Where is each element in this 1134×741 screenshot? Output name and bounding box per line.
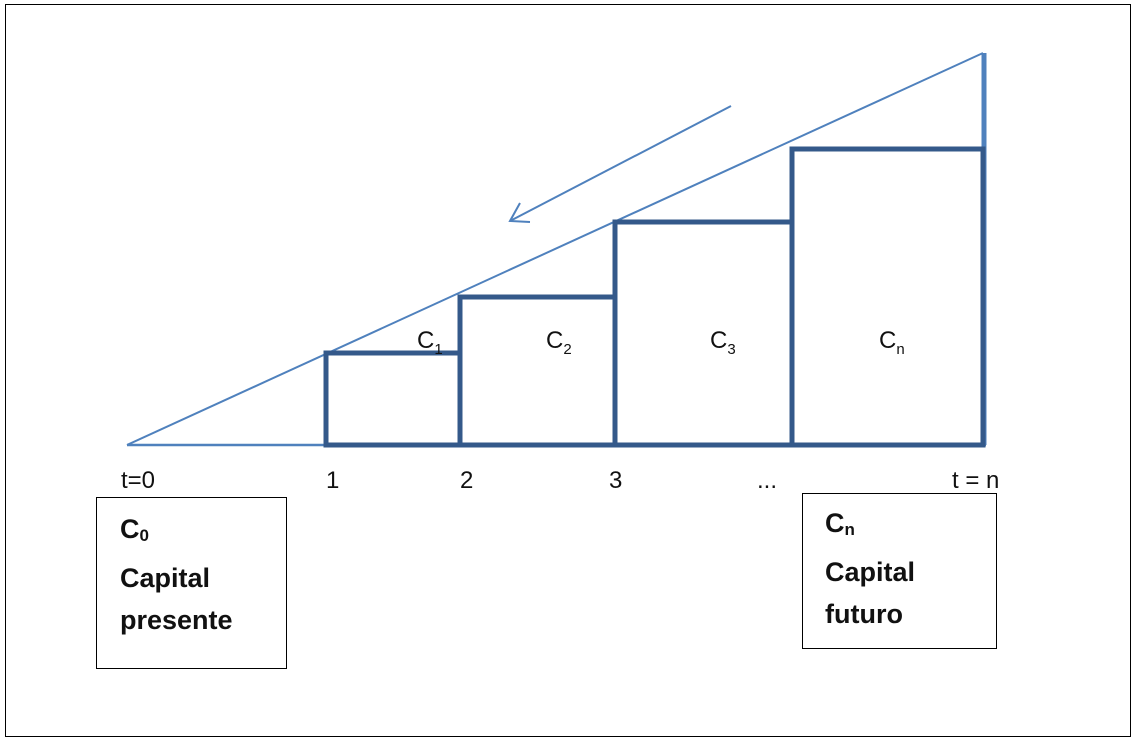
present-capital-box: C0 Capital presente (96, 497, 287, 669)
discount-arrow (508, 105, 732, 223)
future-capital-box: Cn Capital futuro (802, 493, 997, 649)
block-label-c2: C2 (546, 327, 572, 358)
axis-label-1: 1 (326, 467, 339, 494)
present-capital-symbol: C0 (120, 514, 149, 545)
present-capital-line1: Capital (120, 563, 211, 593)
block-label-c3: C3 (710, 327, 736, 358)
triangle-hypotenuse (126, 52, 984, 446)
block-label-cn: Cn (879, 327, 905, 358)
axis-label-2: 2 (460, 467, 473, 494)
axis-label-ellipsis: ... (757, 467, 777, 494)
step-block-1 (323, 350, 463, 448)
step-block-2 (457, 294, 618, 448)
step-blocks (323, 146, 986, 448)
future-capital-line1: Capital (825, 557, 916, 587)
step-block-3 (612, 219, 795, 448)
present-capital-line2: presente (120, 605, 233, 635)
future-capital-line2: futuro (825, 599, 903, 629)
axis-label-3: 3 (609, 467, 622, 494)
step-block-n (789, 146, 986, 448)
block-label-c1: C1 (417, 327, 443, 358)
axis-label-tn: t = n (952, 467, 999, 494)
axis-label-t0: t=0 (121, 467, 155, 494)
future-capital-symbol: Cn (825, 508, 855, 539)
diagram-frame (5, 4, 1131, 737)
